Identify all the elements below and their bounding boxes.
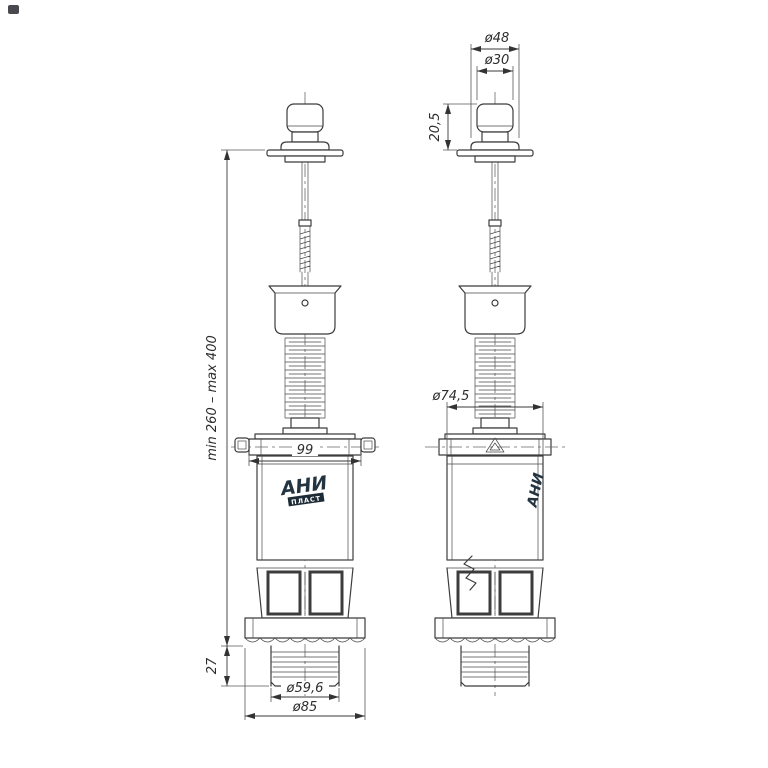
- plate-tab-left: [234, 437, 250, 453]
- witness-lines: [244, 648, 366, 720]
- label-mask: [292, 443, 318, 456]
- valve-outline-front: [243, 90, 367, 698]
- dim-label-205: 20,5: [428, 113, 443, 142]
- witness-lines: [446, 402, 544, 455]
- dim-flange-diameter: ø85: [244, 648, 366, 720]
- release-hook: [463, 555, 477, 591]
- dim-label-d48: ø48: [484, 31, 510, 46]
- brand-logo-side: АНИ: [524, 471, 547, 509]
- plate-tab-right: [360, 437, 376, 453]
- dim-label-d745: ø74,5: [432, 389, 470, 404]
- dim-label-27: 27: [205, 657, 220, 674]
- dim-plate-width: 99: [248, 443, 362, 466]
- dim-outlet-diameter: ø59,6: [270, 681, 340, 702]
- dim-height-range: min 260 – max 400: [205, 149, 265, 647]
- dim-nut-height: 27: [205, 646, 269, 687]
- witness-lines: [470, 44, 520, 138]
- label-mask: [281, 681, 329, 694]
- dim-button-base-diameter: ø48: [470, 31, 520, 138]
- valve-seat-cone: [485, 437, 505, 453]
- dim-label-d85: ø85: [292, 700, 318, 715]
- brand-logo-front: АНИ ПЛАСТ: [278, 472, 329, 507]
- dim-label-d30: ø30: [484, 53, 510, 68]
- valve-front-view: АНИ ПЛАСТ: [231, 90, 379, 698]
- dim-label-d596: ø59,6: [286, 681, 324, 696]
- corner-artifact: [8, 5, 19, 14]
- dim-body-diameter: ø74,5: [432, 389, 544, 455]
- witness-lines: [221, 149, 265, 647]
- logo-text-side: АНИ: [524, 471, 547, 509]
- dim-button-cap-diameter: ø30: [476, 53, 514, 100]
- dim-button-height: 20,5: [428, 103, 477, 151]
- logo-banner: [287, 492, 325, 507]
- dim-label-height-range: min 260 – max 400: [205, 335, 220, 461]
- valve-side-view: АНИ: [425, 90, 569, 698]
- dim-label-99: 99: [297, 443, 314, 458]
